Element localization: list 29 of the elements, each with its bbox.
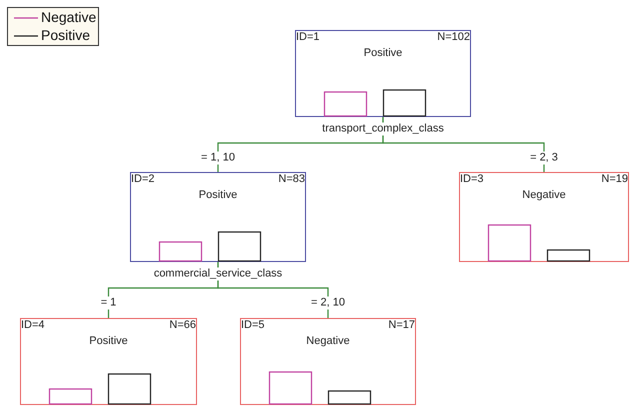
edge-label: = 1 [98, 296, 118, 310]
tree-node-box [459, 172, 629, 262]
node-id: ID=4 [21, 319, 45, 331]
node-id: ID=5 [241, 319, 265, 331]
tree-node-box [20, 318, 197, 405]
sample-count: N=66 [169, 319, 196, 331]
legend-label: Positive [41, 27, 90, 44]
sample-count: N=19 [601, 173, 628, 185]
tree-branch-line [382, 117, 545, 172]
legend-label: Negative [41, 9, 96, 26]
sample-count: N=102 [437, 31, 470, 43]
predicted-class: Positive [362, 47, 404, 59]
edge-label: = 2, 10 [309, 296, 347, 310]
predicted-class: Negative [305, 335, 351, 347]
predicted-class: Positive [198, 189, 238, 201]
edge-label: = 2, 3 [528, 151, 560, 164]
node-id: ID=1 [296, 31, 320, 43]
tree-node-box [130, 172, 306, 262]
edge-label: = 1, 10 [199, 151, 237, 164]
sample-count: N=17 [388, 319, 415, 331]
predicted-class: Positive [88, 335, 129, 347]
split-variable-label: commercial_service_class [152, 268, 284, 280]
split-variable-label: transport_complex_class [320, 122, 446, 136]
tree-node-box [295, 30, 471, 117]
sample-count: N=83 [278, 173, 305, 185]
tree-node-box [240, 318, 416, 405]
node-id: ID=3 [460, 173, 484, 185]
predicted-class: Negative [521, 189, 567, 201]
node-id: ID=2 [131, 173, 155, 185]
